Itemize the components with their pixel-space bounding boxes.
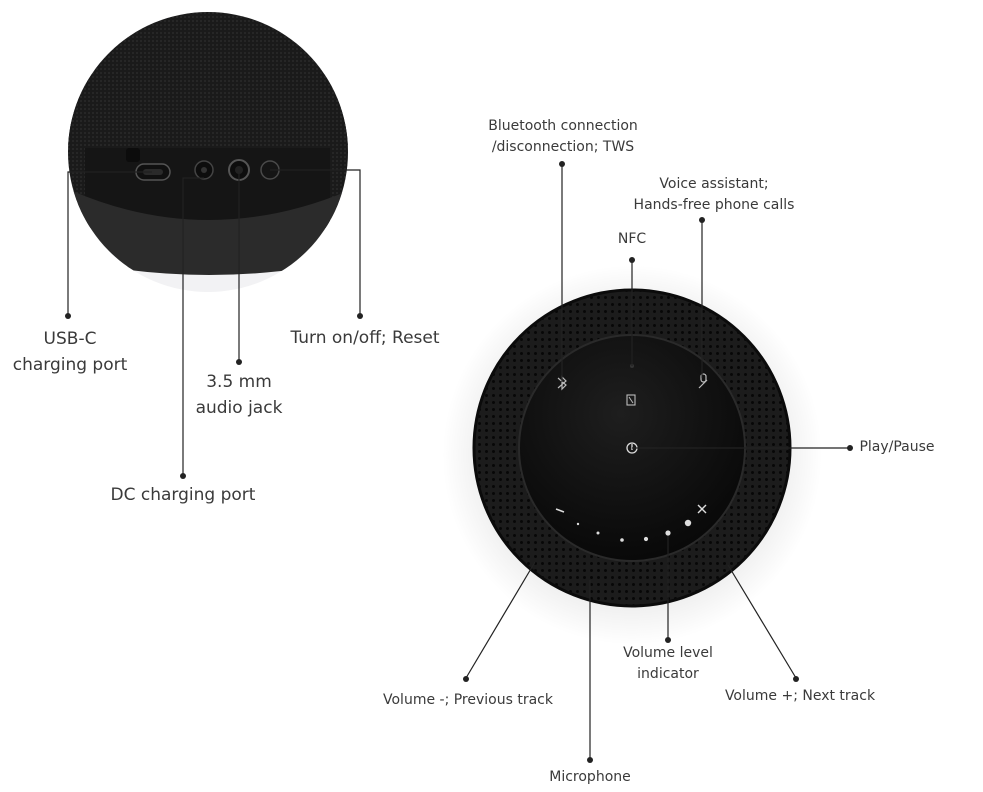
volume-plus-label: Volume +; Next track: [724, 688, 876, 704]
volume-plus-dot: [793, 676, 799, 682]
power-label: Turn on/off; Reset: [290, 328, 440, 348]
dc-label: DC charging port: [110, 485, 256, 505]
volume-minus-dot: [463, 676, 469, 682]
minus-icon[interactable]: [555, 508, 565, 513]
volume-level-dot: [665, 637, 671, 643]
volume-level-dots: [576, 519, 692, 542]
voice-icon[interactable]: [698, 373, 708, 389]
voice-dot: [699, 217, 705, 223]
misc-hole: [126, 148, 140, 162]
volume-minus-label: Volume -; Previous track: [383, 692, 553, 708]
volume-level-label: Volume level indicator: [623, 645, 713, 682]
plus-icon[interactable]: [697, 504, 707, 514]
usb-c-label: USB-C charging port: [12, 329, 128, 375]
nfc-icon[interactable]: [626, 394, 636, 406]
bluetooth-dot: [559, 161, 565, 167]
nfc-dot: [629, 257, 635, 263]
play-dot: [847, 445, 853, 451]
left-callouts: [67, 169, 361, 474]
bluetooth-label: Bluetooth connection /disconnection; TWS: [488, 118, 638, 155]
right-callouts: [465, 166, 848, 758]
microphone-dot: [587, 757, 593, 763]
nfc-label: NFC: [617, 231, 647, 247]
microphone-label: Microphone: [549, 769, 631, 785]
bluetooth-icon[interactable]: [557, 375, 567, 391]
voice-label: Voice assistant; Hands-free phone calls: [633, 176, 795, 213]
power-dot: [357, 313, 363, 319]
play-label: Play/Pause: [859, 439, 935, 455]
jack-dot: [236, 359, 242, 365]
usb-c-dot: [65, 313, 71, 319]
dc-dot: [180, 473, 186, 479]
jack-label: 3.5 mm audio jack: [195, 372, 283, 418]
port-closeup: [68, 12, 348, 292]
